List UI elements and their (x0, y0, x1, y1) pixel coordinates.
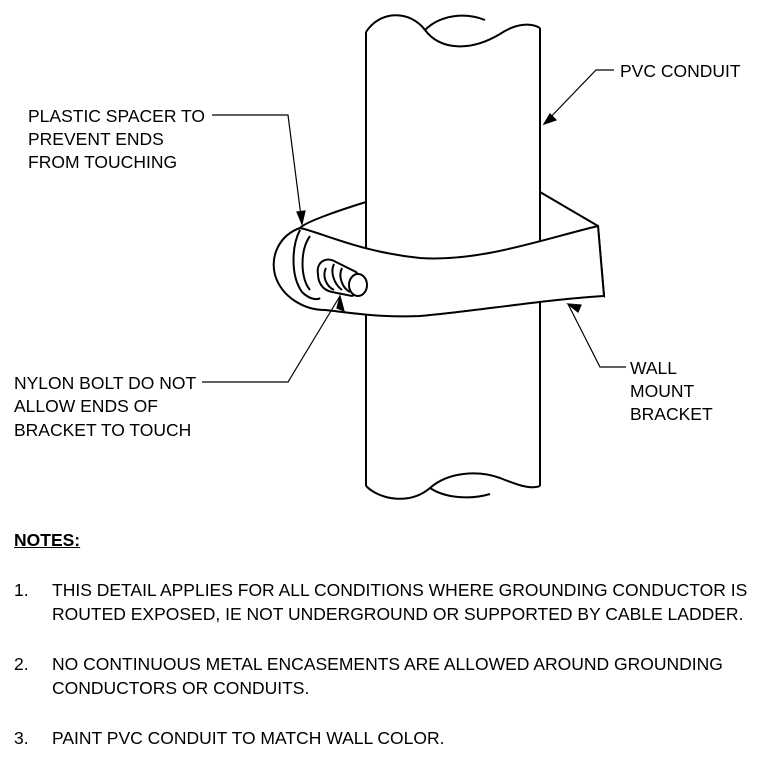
note-text-line: NO CONTINUOUS METAL ENCASEMENTS ARE ALLO… (52, 654, 723, 674)
leader-pvc-conduit (544, 70, 614, 124)
label-bolt-line-2: ALLOW ENDS OF (14, 396, 158, 416)
leader-bolt (202, 296, 340, 382)
conduit-top-break (366, 15, 540, 46)
label-bracket-line-3: BRACKET (630, 404, 713, 424)
notes-section: NOTES: 1. THIS DETAIL APPLIES FOR ALL CO… (14, 528, 754, 776)
labels: PVC CONDUIT PLASTIC SPACER TO PREVENT EN… (14, 61, 741, 440)
note-text-line: CONDUCTORS OR CONDUITS. (52, 678, 310, 698)
conduit-bracket-diagram: PVC CONDUIT PLASTIC SPACER TO PREVENT EN… (14, 0, 741, 520)
leader-spacer (212, 115, 302, 224)
note-text-line: THIS DETAIL APPLIES FOR ALL CONDITIONS W… (52, 580, 748, 600)
label-bracket-line-2: MOUNT (630, 381, 694, 401)
conduit-top-break-inner (425, 16, 485, 30)
bolt-tip (349, 274, 367, 296)
label-bolt-line-1: NYLON BOLT DO NOT (14, 373, 196, 393)
bolt-thread-2 (332, 264, 342, 290)
conduit-bottom-break-inner (430, 488, 490, 497)
note-number: 3. (14, 728, 29, 748)
conduit-bottom-break (366, 473, 540, 498)
label-pvc-conduit: PVC CONDUIT (620, 61, 741, 81)
note-text-line: ROUTED EXPOSED, IE NOT UNDERGROUND OR SU… (52, 604, 744, 624)
bolt-thread-1 (324, 268, 334, 290)
note-number: 1. (14, 580, 29, 600)
label-spacer-line-1: PLASTIC SPACER TO (28, 106, 205, 126)
bolt-thread-3 (340, 268, 350, 292)
arrow-bolt (337, 296, 344, 311)
note-item: 1. THIS DETAIL APPLIES FOR ALL CONDITION… (14, 578, 754, 626)
spacer-inner (303, 236, 311, 290)
plastic-spacer (294, 230, 321, 299)
arrow-spacer (297, 211, 305, 224)
note-item: 3. PAINT PVC CONDUIT TO MATCH WALL COLOR… (14, 726, 754, 750)
leaders (202, 70, 626, 382)
notes-title: NOTES: (14, 530, 81, 550)
arrow-pvc-conduit (544, 114, 556, 124)
leader-bracket (568, 304, 626, 367)
label-spacer-line-2: PREVENT ENDS (28, 129, 164, 149)
nylon-bolt (318, 260, 367, 296)
note-item: 2. NO CONTINUOUS METAL ENCASEMENTS ARE A… (14, 652, 754, 700)
label-spacer-line-3: FROM TOUCHING (28, 152, 177, 172)
wall-mount-bracket (274, 192, 604, 316)
note-text-line: PAINT PVC CONDUIT TO MATCH WALL COLOR. (52, 728, 445, 748)
note-number: 2. (14, 654, 29, 674)
label-bolt-line-3: BRACKET TO TOUCH (14, 420, 191, 440)
arrow-bracket (568, 304, 581, 312)
label-bracket-line-1: WALL (630, 358, 677, 378)
